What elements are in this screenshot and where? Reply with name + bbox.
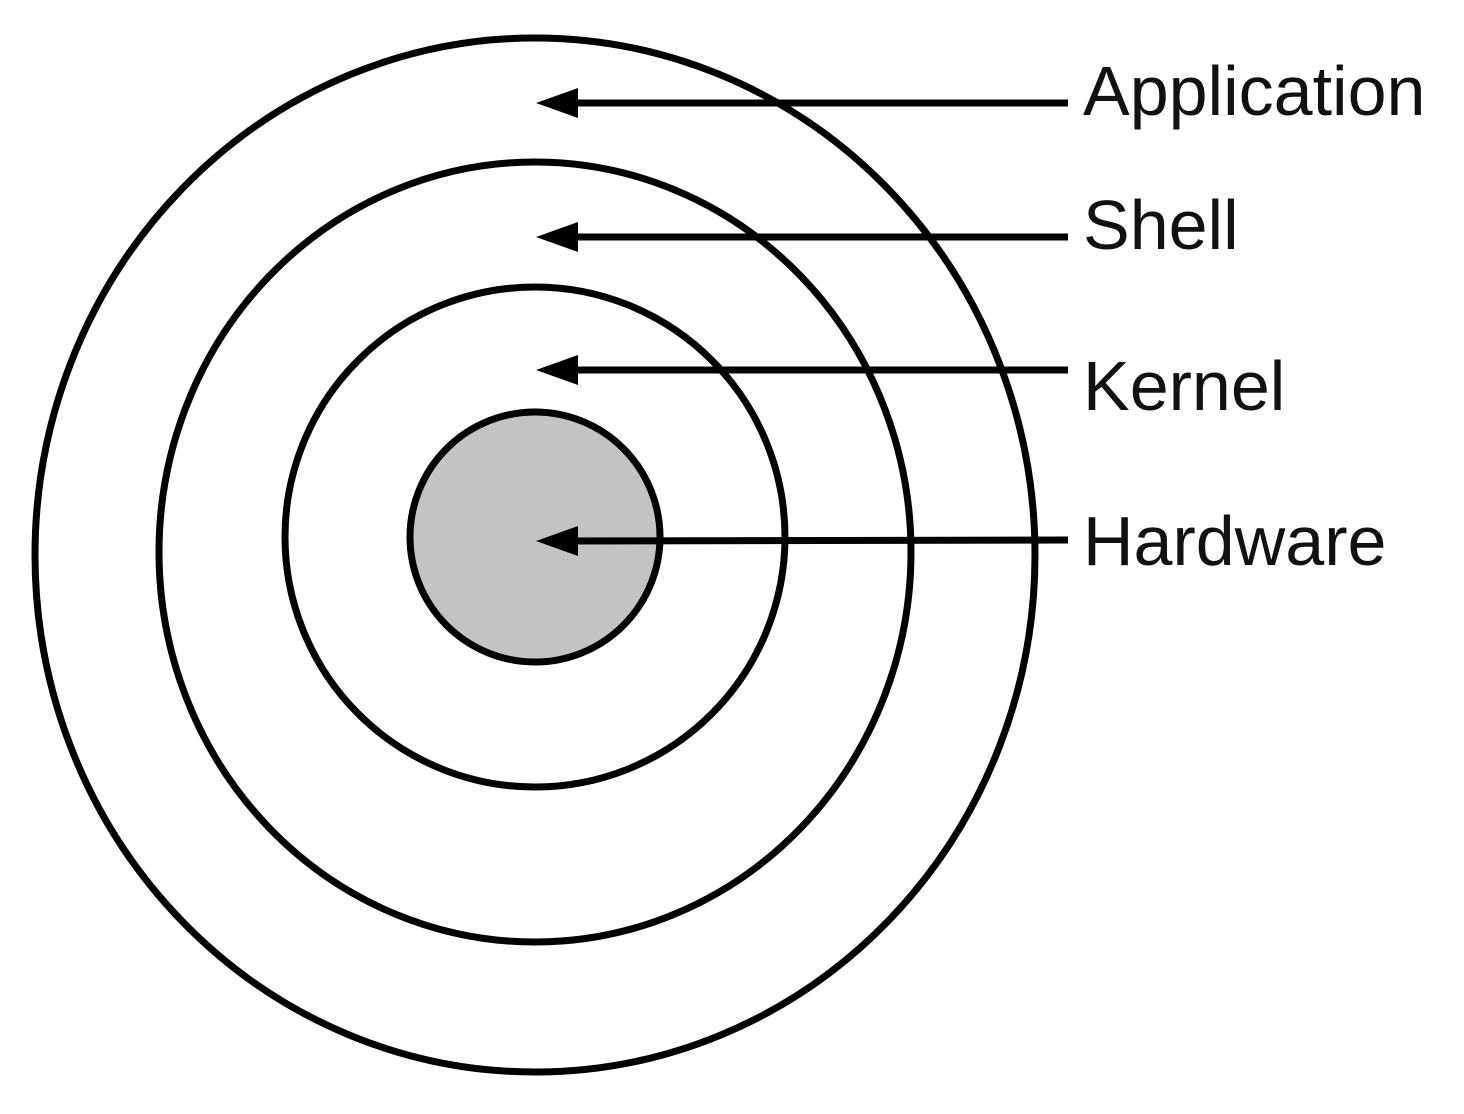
application-arrow <box>536 88 1068 118</box>
hardware-core <box>406 408 664 666</box>
kernel-label: Kernel <box>1083 347 1285 425</box>
kernel-arrow <box>536 355 1068 385</box>
shell-label: Shell <box>1083 186 1239 264</box>
kernel-ring <box>281 283 789 791</box>
application-ring <box>31 34 1039 1076</box>
shell-arrow <box>536 222 1068 252</box>
hardware-label: Hardware <box>1083 502 1386 580</box>
application-label: Application <box>1083 52 1425 130</box>
shell-ring <box>155 158 915 946</box>
hardware-arrow <box>536 526 1069 556</box>
